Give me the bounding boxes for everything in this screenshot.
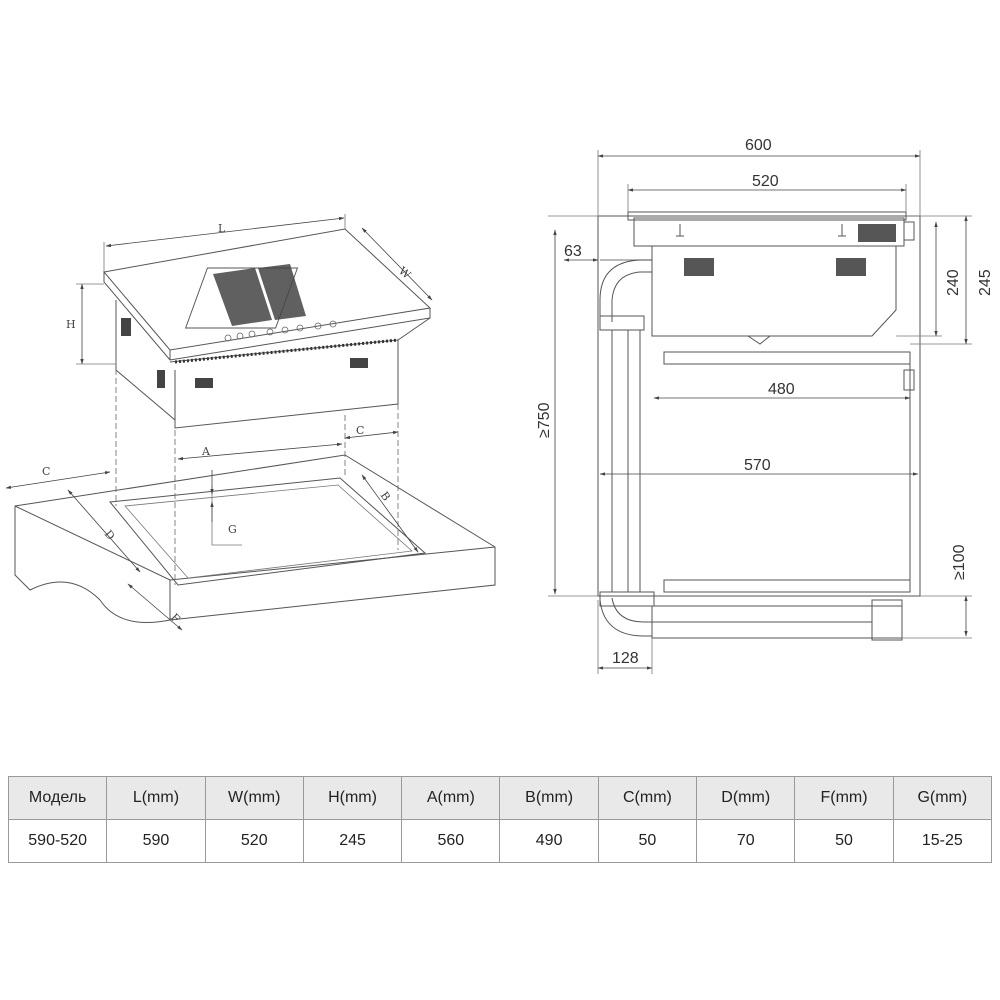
spec-table: Модель L(mm) W(mm) H(mm) A(mm) B(mm) C(m… bbox=[7, 776, 993, 863]
hob-unit bbox=[103, 228, 432, 429]
table-cell: 560 bbox=[401, 819, 501, 863]
countertop bbox=[14, 454, 496, 623]
dim-480: 480 bbox=[768, 381, 795, 398]
table-cell: 50 bbox=[597, 819, 698, 863]
label-L: L bbox=[218, 222, 226, 235]
label-A: A bbox=[201, 445, 211, 458]
table-cell: 70 bbox=[696, 819, 796, 863]
dim-750: ≥750 bbox=[536, 402, 553, 438]
dim-600: 600 bbox=[745, 137, 772, 154]
table-header: F(mm) bbox=[794, 776, 894, 820]
table-header: A(mm) bbox=[401, 776, 501, 820]
table-header: H(mm) bbox=[302, 776, 403, 820]
table-cell: 590-520 bbox=[7, 819, 108, 863]
side-view: 600 520 63 240 245 ≥750 480 570 ≥100 128 bbox=[536, 137, 994, 674]
table-cell: 15-25 bbox=[892, 819, 993, 863]
technical-drawing: L W H A B C C D F G bbox=[5, 137, 994, 674]
label-C-left: C bbox=[42, 465, 50, 478]
control-dots bbox=[224, 320, 337, 342]
table-cell: 245 bbox=[302, 819, 403, 863]
table-header: C(mm) bbox=[597, 776, 698, 820]
dim-63: 63 bbox=[564, 243, 582, 260]
table-header: L(mm) bbox=[106, 776, 206, 820]
dim-520: 520 bbox=[752, 173, 779, 190]
table-header: G(mm) bbox=[892, 776, 993, 820]
table-cell: 490 bbox=[499, 819, 599, 863]
table-cell: 50 bbox=[794, 819, 894, 863]
projection-lines bbox=[115, 360, 399, 585]
dim-570: 570 bbox=[744, 457, 771, 474]
dim-128: 128 bbox=[612, 650, 639, 667]
label-H: H bbox=[66, 318, 76, 331]
dim-245: 245 bbox=[977, 269, 994, 296]
dim-100: ≥100 bbox=[951, 544, 968, 580]
label-D: D bbox=[102, 528, 118, 543]
perspective-view: L W H A B C C D F G bbox=[5, 214, 496, 631]
label-G: G bbox=[228, 523, 237, 536]
label-C-right: C bbox=[356, 424, 364, 437]
table-header: B(mm) bbox=[499, 776, 599, 820]
table-cell: 590 bbox=[106, 819, 206, 863]
table-header: W(mm) bbox=[204, 776, 304, 820]
table-row: 590-520 590 520 245 560 490 50 70 50 15-… bbox=[7, 819, 993, 863]
table-header: D(mm) bbox=[696, 776, 796, 820]
dim-240: 240 bbox=[945, 269, 962, 296]
table-header-row: Модель L(mm) W(mm) H(mm) A(mm) B(mm) C(m… bbox=[7, 776, 993, 820]
table-cell: 520 bbox=[204, 819, 304, 863]
label-B: B bbox=[378, 489, 393, 503]
table-header: Модель bbox=[7, 776, 108, 820]
